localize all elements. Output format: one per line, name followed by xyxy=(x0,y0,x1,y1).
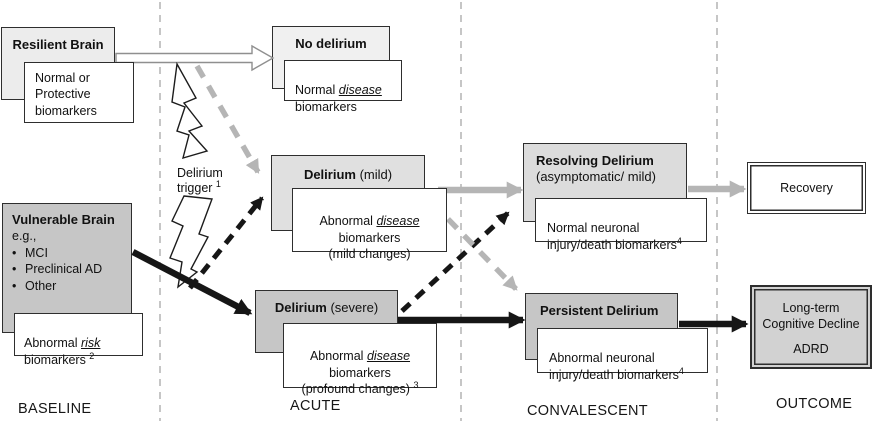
phase-label-convalescent: CONVALESCENT xyxy=(527,403,648,419)
disease-emphasis: disease xyxy=(376,214,420,229)
normal-disease-biomarkers-box: Normal disease biomarkers xyxy=(284,60,402,114)
text-segment: biomarkers xyxy=(24,352,86,367)
disease-emphasis: disease xyxy=(338,83,382,98)
arrow-vulnerable-to-mild xyxy=(188,196,264,290)
long-term-line2: Cognitive Decline xyxy=(762,317,860,332)
abnormal-neuronal-biomarkers-box: Abnormal neuronal injury/death biomarker… xyxy=(537,328,708,382)
recovery-box: Recovery xyxy=(747,162,866,214)
text-segment: biomarkers xyxy=(295,99,357,114)
bullet-label: MCI xyxy=(25,245,48,260)
bullet-icon: • xyxy=(12,278,17,293)
title-rest: (mild) xyxy=(355,167,393,182)
text-segment: Normal neuronal injury/death biomarkers xyxy=(547,221,677,252)
mild-disease-biomarkers-box: Abnormal disease biomarkers (mild change… xyxy=(292,188,447,261)
severe-disease-biomarkers-text: Abnormal disease biomarkers (profound ch… xyxy=(284,332,436,397)
footnote-marker: 2 xyxy=(89,350,95,361)
delirium-severe-title: Delirium (severe) xyxy=(256,300,397,316)
arrow-resilient-to-no-delirium xyxy=(115,44,275,72)
abnormal-neuronal-biomarkers-text: Abnormal neuronal injury/death biomarker… xyxy=(549,334,703,383)
adrd-label: ADRD xyxy=(793,341,829,356)
bullet-label: Preclinical AD xyxy=(25,262,103,277)
no-delirium-title: No delirium xyxy=(295,36,367,51)
text-segment: Abnormal xyxy=(309,349,367,364)
recovery-label: Recovery xyxy=(780,180,833,195)
list-item: • Other xyxy=(12,278,127,295)
resilient-brain-title: Resilient Brain xyxy=(12,37,104,52)
footnote-marker: 4 xyxy=(676,235,682,246)
trigger-text: Delirium trigger xyxy=(177,165,223,196)
persistent-delirium-title: Persistent Delirium xyxy=(540,303,659,318)
title-bold: Delirium xyxy=(274,300,327,315)
title-bold: Delirium xyxy=(303,167,356,182)
text-segment: Abnormal neuronal injury/death biomarker… xyxy=(549,351,679,382)
delirium-trigger-label: Delirium trigger 1 xyxy=(177,150,247,197)
resilient-biomarkers-text: Normal or Protective biomarkers xyxy=(35,71,97,118)
normal-neuronal-biomarkers-text: Normal neuronal injury/death biomarkers4 xyxy=(547,204,702,253)
mild-disease-biomarkers-text: Abnormal disease biomarkers (mild change… xyxy=(293,197,446,262)
phase-label-acute: ACUTE xyxy=(290,398,341,414)
text-segment: Normal xyxy=(295,83,339,98)
bullet-icon: • xyxy=(12,245,17,260)
arrow-vulnerable-to-severe xyxy=(131,249,253,316)
text-segment: biomarkers (mild changes) xyxy=(328,230,411,261)
arrow-trigger-to-mild xyxy=(194,64,261,174)
risk-biomarkers-box: Abnormal risk biomarkers 2 xyxy=(14,313,143,367)
resolving-delirium-title: Resolving Delirium xyxy=(536,153,654,168)
arrow-mild-to-persistent xyxy=(446,217,518,291)
risk-biomarkers-text: Abnormal risk biomarkers 2 xyxy=(24,319,138,368)
footnote-marker: 4 xyxy=(678,365,684,376)
delirium-mild-title: Delirium (mild) xyxy=(272,167,424,183)
text-segment: Abnormal xyxy=(24,336,81,351)
vulnerable-eg-text: e.g., xyxy=(12,229,37,244)
long-term-cognitive-decline-box: Long-term Cognitive Decline ADRD xyxy=(750,285,872,369)
list-item: • Preclinical AD xyxy=(12,261,127,278)
vulnerable-brain-title: Vulnerable Brain xyxy=(12,212,115,227)
phase-label-baseline: BASELINE xyxy=(18,401,92,417)
long-term-line1: Long-term xyxy=(782,301,840,315)
severe-disease-biomarkers-box: Abnormal disease biomarkers (profound ch… xyxy=(283,323,437,396)
bullet-label: Other xyxy=(25,278,57,293)
text-segment: biomarkers (profound changes) xyxy=(301,365,410,396)
title-rest: (severe) xyxy=(326,300,379,315)
text-segment: Abnormal xyxy=(319,214,377,229)
resolving-delirium-subtitle: (asymptomatic/ mild) xyxy=(536,169,656,185)
footnote-marker: 3 xyxy=(413,379,419,390)
risk-emphasis: risk xyxy=(80,336,101,351)
normal-neuronal-biomarkers-box: Normal neuronal injury/death biomarkers4 xyxy=(535,198,707,252)
arrow-severe-to-resolving xyxy=(400,211,510,313)
normal-disease-biomarkers-text: Normal disease biomarkers xyxy=(295,66,397,115)
disease-emphasis: disease xyxy=(366,349,411,364)
phase-label-outcome: OUTCOME xyxy=(776,396,853,412)
footnote-marker: 1 xyxy=(215,179,221,190)
resilient-biomarkers-box: Normal or Protective biomarkers xyxy=(24,62,134,123)
bullet-icon: • xyxy=(12,262,17,277)
list-item: • MCI xyxy=(12,245,127,262)
lightning-bolt-icon xyxy=(171,61,209,160)
